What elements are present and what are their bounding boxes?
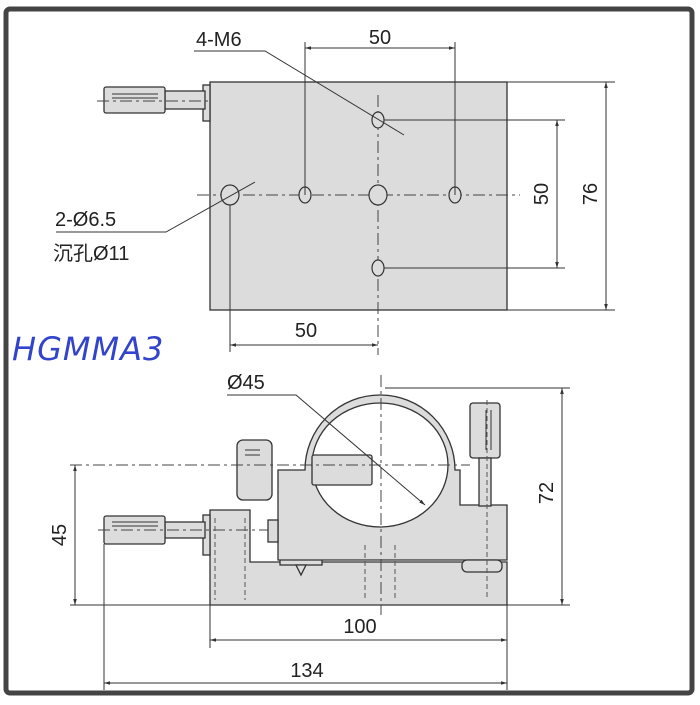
- dim-height-45: 45: [49, 524, 71, 546]
- model-label: HGMMA3: [12, 330, 165, 368]
- dim-right-50: 50: [531, 183, 553, 205]
- counterbore-label: 沉孔Ø11: [53, 242, 129, 265]
- mounting-holes: [220, 111, 462, 277]
- dim-right-76: 76: [580, 183, 602, 205]
- hole-label: 2-Ø6.5: [55, 209, 116, 231]
- thread-label: 4-M6: [196, 29, 242, 51]
- dim-top-50: 50: [369, 27, 391, 49]
- dim-bottom-50: 50: [295, 320, 317, 342]
- dim-height-72: 72: [536, 482, 558, 504]
- side-view: Ø45 45 72 100 134: [49, 372, 570, 690]
- knob-shaft: [164, 90, 206, 110]
- top-view: 50 4-M6 50 76 50 2-Ø6.5 沉孔Ø11: [53, 27, 615, 355]
- adjust-knob-right: [469, 402, 501, 459]
- stage-plate: [209, 81, 508, 311]
- diameter-label: Ø45: [227, 372, 265, 394]
- micrometer-knob: [103, 86, 166, 114]
- dim-width-134: 134: [290, 660, 323, 682]
- adjust-knob-left: [236, 439, 273, 501]
- drawing-frame: [3, 6, 695, 696]
- dim-width-100: 100: [343, 616, 376, 638]
